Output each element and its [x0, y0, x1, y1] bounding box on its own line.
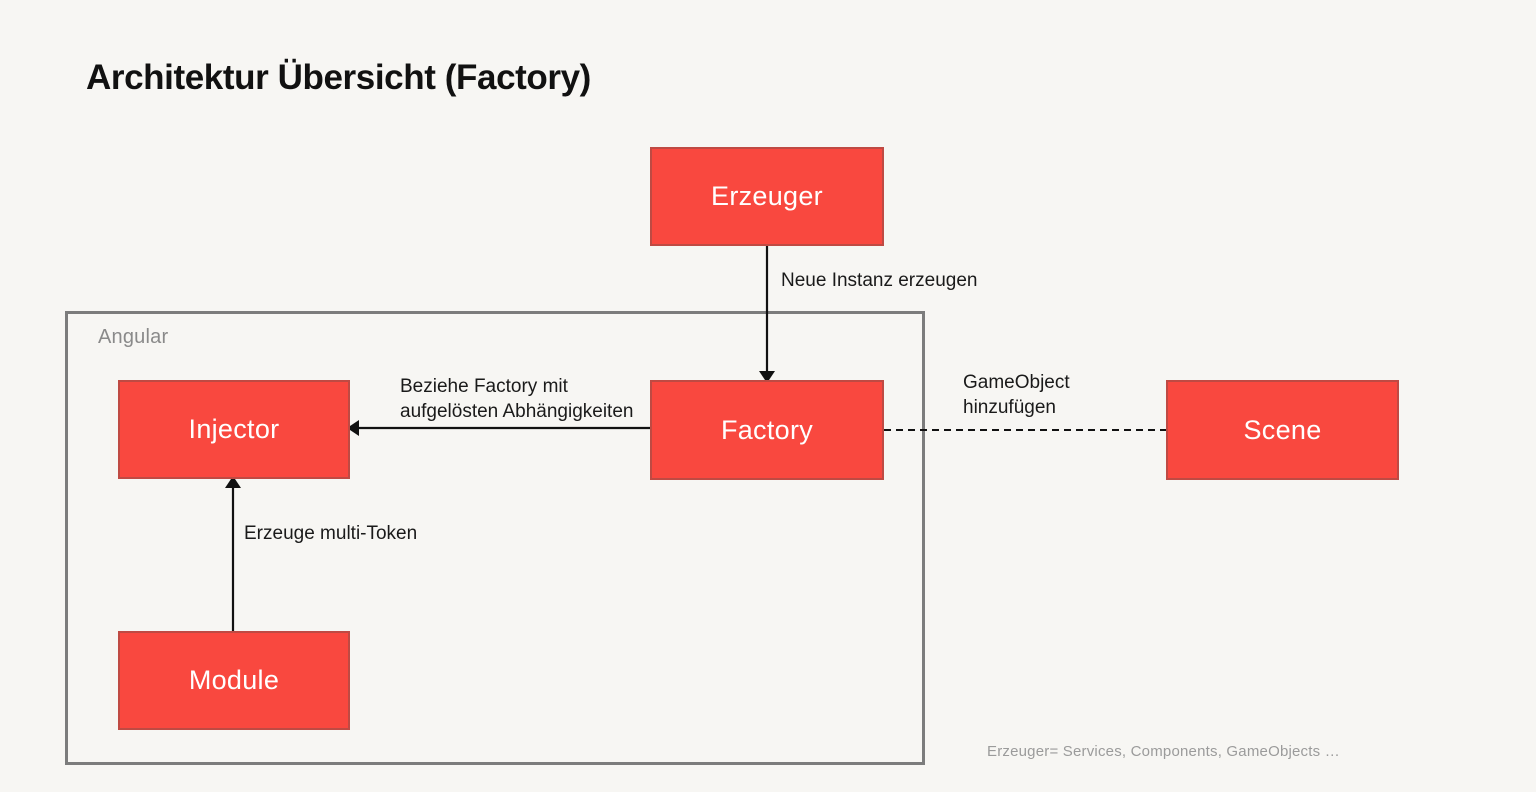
footnote: Erzeuger= Services, Components, GameObje…: [987, 743, 1340, 760]
edge-label-erzeuge-multi-token: Erzeuge multi-Token: [244, 523, 418, 544]
node-scene-label: Scene: [1243, 414, 1322, 445]
node-injector-label: Injector: [188, 414, 280, 444]
node-erzeuger-label: Erzeuger: [711, 181, 823, 211]
node-factory-label: Factory: [720, 414, 814, 445]
edge-label-neue-instanz: Neue Instanz erzeugen: [781, 270, 978, 291]
node-module[interactable]: Module: [118, 631, 350, 730]
edge-label-beziehe-factory: Beziehe Factory mit aufgelösten Abhängig…: [400, 376, 634, 422]
node-factory[interactable]: Factory: [650, 380, 884, 480]
node-injector[interactable]: Injector: [118, 380, 350, 479]
node-module-label: Module: [188, 665, 280, 695]
node-scene[interactable]: Scene: [1166, 380, 1399, 480]
angular-container-label: Angular: [98, 326, 169, 348]
angular-container: [65, 311, 925, 765]
edge-label-gameobject-hinzufuegen: GameObject hinzufügen: [963, 372, 1070, 418]
node-erzeuger[interactable]: Erzeuger: [650, 147, 884, 246]
page-title: Architektur Übersicht (Factory): [86, 58, 591, 97]
